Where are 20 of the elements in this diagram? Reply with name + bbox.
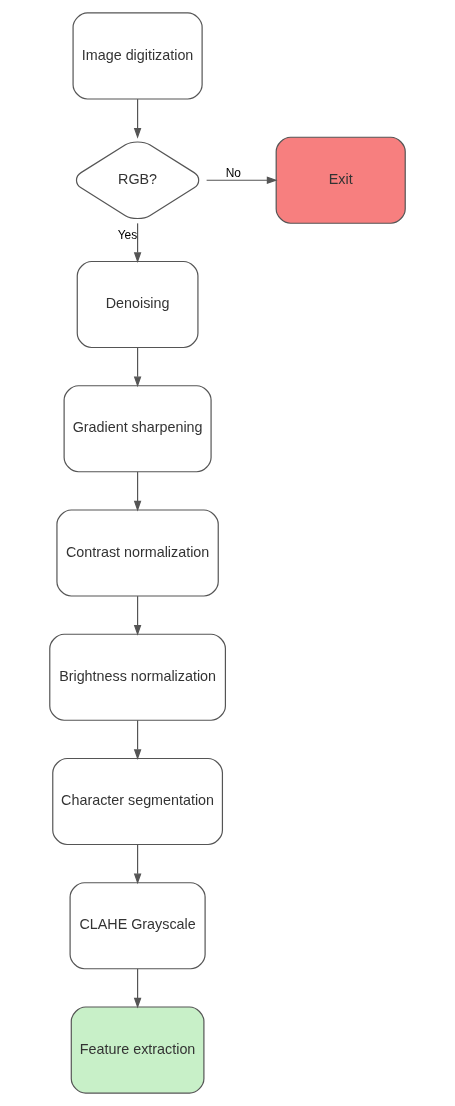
arrow: [133, 98, 142, 139]
edge-label: Yes: [117, 227, 138, 242]
node-box: Exit: [275, 136, 406, 224]
arrow: [133, 719, 142, 761]
arrow: [133, 595, 142, 636]
arrow: [133, 471, 142, 512]
edge-label: No: [225, 165, 241, 180]
node-box: Character segmentation: [52, 757, 223, 846]
node-box: Gradient sharpening: [63, 385, 212, 473]
arrow: [133, 844, 142, 885]
node-box: Denoising: [76, 260, 199, 349]
node-box: Feature extraction: [70, 1006, 205, 1094]
node-box: Contrast normalization: [56, 509, 219, 597]
node-box: CLAHE Grayscale: [69, 882, 206, 970]
arrow: [206, 176, 278, 184]
arrow: [133, 222, 142, 264]
arrow: [133, 347, 142, 388]
arrow: [133, 968, 142, 1009]
node-box: Image digitization: [72, 12, 203, 100]
node-box: Brightness normalization: [49, 633, 226, 721]
